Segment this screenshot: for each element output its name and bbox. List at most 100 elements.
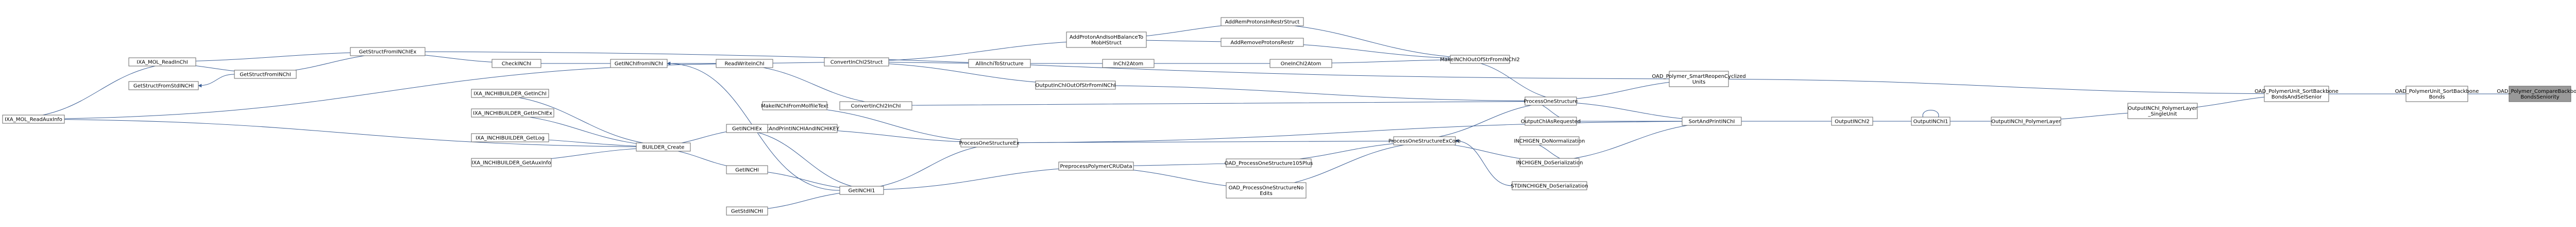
graph-node-n9[interactable]: OutputINChI2 xyxy=(1831,117,1873,126)
graph-node-n7[interactable]: OutputINChI_PolymerLayer xyxy=(1991,117,2061,126)
graph-node-label: OutputINChI2 xyxy=(1835,119,1870,125)
graph-node-n25[interactable]: ConvertInChI2InChI xyxy=(839,101,912,110)
graph-node-n17[interactable]: AddRemProtonsInRestrStruct xyxy=(1221,17,1304,26)
graph-node-n47[interactable]: IXA_INCHIBUILDER_GetLog xyxy=(471,133,549,142)
graph-node-n12[interactable]: OutputChIAsRequested xyxy=(1521,117,1581,126)
graph-node-label: _SingleUnit xyxy=(2147,111,2177,117)
graph-node-box xyxy=(1226,182,1307,199)
graph-node-box xyxy=(1066,31,1147,48)
graph-node-n29[interactable]: GetStructFromINChIEx xyxy=(350,47,426,56)
graph-node-label: ProcessOneStructure xyxy=(1524,99,1578,105)
graph-edge xyxy=(2,119,691,149)
graph-node-box xyxy=(716,59,773,68)
graph-node-n13[interactable]: INCHIGEN_DoSerialization xyxy=(1516,158,1583,167)
graph-node-n32[interactable]: GetStructFromStdINCHI xyxy=(128,81,199,90)
graph-node-box xyxy=(839,101,912,110)
graph-edge xyxy=(198,74,235,88)
graph-node-label: IXA_INCHIBUILDER_GetLog xyxy=(476,136,545,141)
graph-node-box xyxy=(234,70,297,79)
graph-node-n16[interactable]: MakeINChIOutOfStrFromINChI2 xyxy=(1440,55,1520,64)
graph-node-label: PreprocessPolymerCRUData xyxy=(1060,164,1132,170)
graph-node-box xyxy=(492,59,541,68)
graph-node-n8[interactable]: OutputINChI1 xyxy=(1911,117,1951,126)
graph-node-n1: OAD_Polymer_CompareBackboneBondsSeniorit… xyxy=(2497,86,2576,102)
graph-node-label: IXA_MOL_ReadInChI xyxy=(137,60,188,66)
graph-node-n14[interactable]: ProcessOneStructureExCore xyxy=(1388,136,1461,145)
graph-node-n18[interactable]: AddRemoveProtonsRestr xyxy=(1221,38,1304,47)
graph-node-n5[interactable]: OutputINChI_PolymerLayer_SingleUnit xyxy=(2127,103,2198,119)
graph-node-label: INCHIGEN_DoNormalization xyxy=(1514,139,1585,144)
graph-node-box xyxy=(1831,117,1873,126)
graph-node-n3[interactable]: OAD_PolymerUnit_SortBackboneBondsAndSelS… xyxy=(2255,86,2338,102)
graph-node-label: GetINChIfromINChI xyxy=(615,61,664,67)
graph-node-label: Bonds xyxy=(2429,94,2445,100)
graph-node-label: ReadWriteInChI xyxy=(724,61,764,67)
graph-node-box xyxy=(839,186,884,195)
graph-node-label: Units xyxy=(1692,79,1706,85)
graph-node-n10[interactable]: SortAndPrintINChI xyxy=(1682,117,1742,126)
graph-node-n40[interactable]: INCHIGEN_DoNormalization xyxy=(1514,136,1585,145)
graph-node-box xyxy=(350,47,426,56)
graph-edge xyxy=(350,51,1729,81)
graph-node-n31[interactable]: IXA_MOL_ReadInChI xyxy=(128,57,196,67)
graph-node-box xyxy=(1226,158,1312,168)
graph-edge xyxy=(1450,59,1577,103)
graph-node-n46[interactable]: IXA_INCHIBUILDER_GetInChIEx xyxy=(471,108,554,118)
graph-node-n42[interactable]: PreprocessPolymerCRUData xyxy=(1058,161,1134,171)
graph-edge xyxy=(1669,78,2329,96)
graph-node-box xyxy=(471,89,549,98)
graph-node-box xyxy=(968,59,1031,68)
graph-node-n30[interactable]: GetStructFromINChI xyxy=(234,70,297,79)
graph-node-n20[interactable]: OneInChI2Atom xyxy=(1269,59,1332,68)
graph-node-n26[interactable]: ReadWriteInChI xyxy=(716,59,773,68)
graph-node-n27[interactable]: GetINChIfromINChI xyxy=(610,59,668,68)
graph-node-box xyxy=(1991,117,2061,126)
graph-node-n41[interactable]: OAD_ProcessOneStructure105Plus xyxy=(1225,158,1313,168)
graph-node-n37[interactable]: GetINCHIEx xyxy=(726,124,768,133)
graph-node-n45[interactable]: IXA_INCHIBUILDER_GetInChI xyxy=(471,89,549,98)
graph-node-label: OutputInChIOutOfStrFromINChI xyxy=(1036,83,1116,89)
graph-node-label: InChI2Atom xyxy=(1113,61,1143,67)
graph-node-label: CheckINChI xyxy=(502,61,531,67)
graph-node-label: BUILDER_Create xyxy=(642,145,685,151)
graph-node-n22[interactable]: AllInchiToStructure xyxy=(968,59,1031,68)
graph-node-n36[interactable]: GetINCHI1 xyxy=(839,186,884,195)
graph-node-label: OutputINChI1 xyxy=(1913,119,1948,125)
graph-node-n34[interactable]: MakeINChIFromMolfileText xyxy=(761,101,828,110)
nodes-layer: OAD_Polymer_CompareBackboneBondsSeniorit… xyxy=(2,17,2576,216)
graph-node-box xyxy=(824,57,889,67)
graph-edge xyxy=(2,60,196,120)
graph-node-n21[interactable]: InChI2Atom xyxy=(1102,59,1155,68)
graph-node-box xyxy=(726,124,768,133)
graph-node-n23[interactable]: ConvertInChI2Struct xyxy=(824,57,889,67)
graph-node-n39[interactable]: GetStdINCHI xyxy=(726,206,768,216)
graph-node-label: AddRemProtonsInRestrStruct xyxy=(1225,20,1300,25)
graph-node-label: ProcessOneStructureEx xyxy=(959,141,1019,147)
graph-node-n15[interactable]: STDINCHIGEN_DoSerialization xyxy=(1511,181,1588,190)
graph-node-n48[interactable]: IXA_INCHIBUILDER_GetAuxInfo xyxy=(471,158,552,167)
graph-node-label: ProcessOneStructureExCore xyxy=(1388,139,1461,144)
graph-node-box xyxy=(128,81,199,90)
graph-node-label: GetINCHI xyxy=(735,168,759,173)
graph-node-box xyxy=(636,142,691,152)
graph-edge xyxy=(2,61,773,120)
graph-node-box xyxy=(1524,96,1577,106)
graph-node-n11[interactable]: ProcessOneStructureEx xyxy=(959,138,1020,148)
graph-node-box xyxy=(726,206,768,216)
graph-node-box xyxy=(471,108,554,118)
graph-node-label: SortAndPrintINChI xyxy=(1689,119,1735,125)
graph-node-box xyxy=(1524,117,1577,126)
graph-node-n6[interactable]: ProcessOneStructure xyxy=(1524,96,1578,106)
graph-node-n35[interactable]: CalcAndPrintINCHIAndINCHIKEY xyxy=(758,124,840,133)
graph-node-n33[interactable]: IXA_MOL_ReadAuxInfo xyxy=(2,115,65,124)
graph-node-n38[interactable]: GetINCHI xyxy=(726,165,768,174)
graph-node-label: GetINCHIEx xyxy=(732,126,762,132)
graph-node-n28[interactable]: CheckINChI xyxy=(492,59,541,68)
graph-node-n24[interactable]: OutputInChIOutOfStrFromINChI xyxy=(1035,80,1116,90)
graph-node-label: AllInchiToStructure xyxy=(975,61,1023,67)
graph-node-n44[interactable]: BUILDER_Create xyxy=(636,142,691,152)
